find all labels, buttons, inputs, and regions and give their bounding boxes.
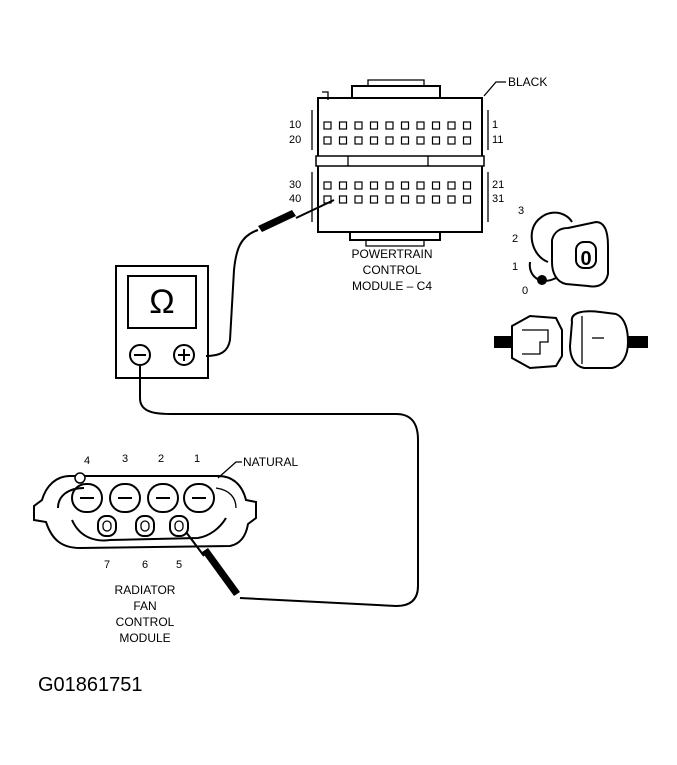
fan-name-line-3: CONTROL [116, 615, 175, 629]
pcm-cavity [323, 136, 332, 145]
fan-name-line-2: FAN [133, 599, 156, 613]
pcm-pin-label-21: 21 [492, 179, 504, 191]
pcm-test-probe [205, 199, 335, 357]
fan-pin-7-cavity [97, 515, 117, 537]
fan-module-connector: 4 3 2 1 7 6 5 NATURAL RADIATOR FAN CONTR… [33, 453, 298, 645]
pcm-cavity [400, 195, 410, 204]
pcm-cavity [354, 181, 363, 190]
pcm-cavity [323, 121, 332, 130]
pcm-connector: 10 20 30 40 1 11 21 31 BLACK POWERTRAIN … [289, 75, 547, 293]
pcm-cavity [338, 195, 348, 204]
pcm-cavity [338, 181, 348, 190]
pcm-cavity [385, 181, 394, 190]
pcm-cavities [323, 121, 472, 204]
ohmmeter-positive-terminal [173, 344, 195, 366]
fan-pin-5-cavity [169, 515, 189, 537]
pcm-cavity [447, 195, 456, 204]
fan-pin-label-5: 5 [176, 559, 182, 571]
pcm-cavity [385, 121, 394, 130]
pcm-pin-label-20: 20 [289, 134, 301, 146]
ignition-position-2: 2 [512, 233, 518, 245]
pcm-cavity [354, 136, 363, 145]
ohmmeter: Ω − + [115, 265, 209, 379]
pcm-cavity [354, 195, 363, 204]
pcm-cavity [462, 195, 472, 204]
pcm-pin-label-40: 40 [289, 193, 301, 205]
pcm-pin-label-30: 30 [289, 179, 301, 191]
fan-pin-label-1: 1 [194, 453, 200, 465]
fan-pin-label-2: 2 [158, 453, 164, 465]
ohm-symbol: Ω [149, 283, 174, 321]
pcm-cavity [354, 121, 363, 130]
pcm-cavity [462, 121, 472, 130]
fan-pin-label-7: 7 [104, 559, 110, 571]
pcm-cavity [323, 181, 332, 190]
pcm-cavity [369, 136, 379, 145]
pcm-cavity [400, 181, 410, 190]
ignition-key-mark: 0 [580, 248, 591, 270]
pcm-cavity [462, 181, 472, 190]
fan-test-probe [185, 531, 240, 596]
fan-pin-4-cavity [71, 483, 103, 513]
pcm-name-line-3: MODULE – C4 [352, 279, 432, 293]
ignition-switch: 0 3 2 1 0 [512, 205, 609, 297]
ohmmeter-negative-terminal [129, 344, 151, 366]
pcm-pin-label-31: 31 [492, 193, 504, 205]
fan-pin-3-cavity [109, 483, 141, 513]
pcm-name-line-2: CONTROL [363, 263, 422, 277]
pcm-cavity [385, 136, 394, 145]
pcm-cavity [447, 181, 456, 190]
ignition-position-3: 3 [518, 205, 524, 217]
figure-id: G01861751 [38, 674, 143, 696]
pcm-color-label: BLACK [508, 75, 547, 89]
pcm-cavity [431, 136, 441, 145]
pcm-pin-label-1: 1 [492, 119, 498, 131]
pcm-cavity [431, 181, 441, 190]
pcm-cavity [338, 136, 348, 145]
pcm-cavity [447, 136, 456, 145]
pcm-cavity [385, 195, 394, 204]
fan-pin-label-3: 3 [122, 453, 128, 465]
pcm-cavity [431, 195, 441, 204]
fan-name-line-4: MODULE [119, 631, 170, 645]
ignition-position-1: 1 [512, 261, 518, 273]
pcm-cavity [416, 121, 425, 130]
pcm-cavity [369, 195, 379, 204]
fan-name-line-1: RADIATOR [115, 583, 176, 597]
pcm-cavity [369, 181, 379, 190]
fan-pin-6-cavity [135, 515, 155, 537]
ignition-position-0: 0 [522, 285, 528, 297]
pcm-cavity [338, 121, 348, 130]
fan-color-label: NATURAL [243, 455, 298, 469]
pcm-cavity [400, 121, 410, 130]
pcm-cavity [416, 136, 425, 145]
pcm-cavity [447, 121, 456, 130]
fan-pin-label-4: 4 [84, 455, 90, 467]
pcm-name-line-1: POWERTRAIN [351, 247, 432, 261]
pcm-cavity [416, 195, 425, 204]
test-lead-negative [139, 366, 419, 608]
fan-pin-label-6: 6 [142, 559, 148, 571]
fan-pin-1-cavity [183, 483, 215, 513]
pcm-cavity [369, 121, 379, 130]
fan-pin-2-cavity [147, 483, 179, 513]
pcm-pin-label-10: 10 [289, 119, 301, 131]
pcm-cavity [400, 136, 410, 145]
pcm-pin-label-11: 11 [492, 134, 503, 146]
pcm-cavity [462, 136, 472, 145]
pcm-cavity [431, 121, 441, 130]
pcm-cavity [416, 181, 425, 190]
disconnected-connector-pair [494, 310, 648, 370]
